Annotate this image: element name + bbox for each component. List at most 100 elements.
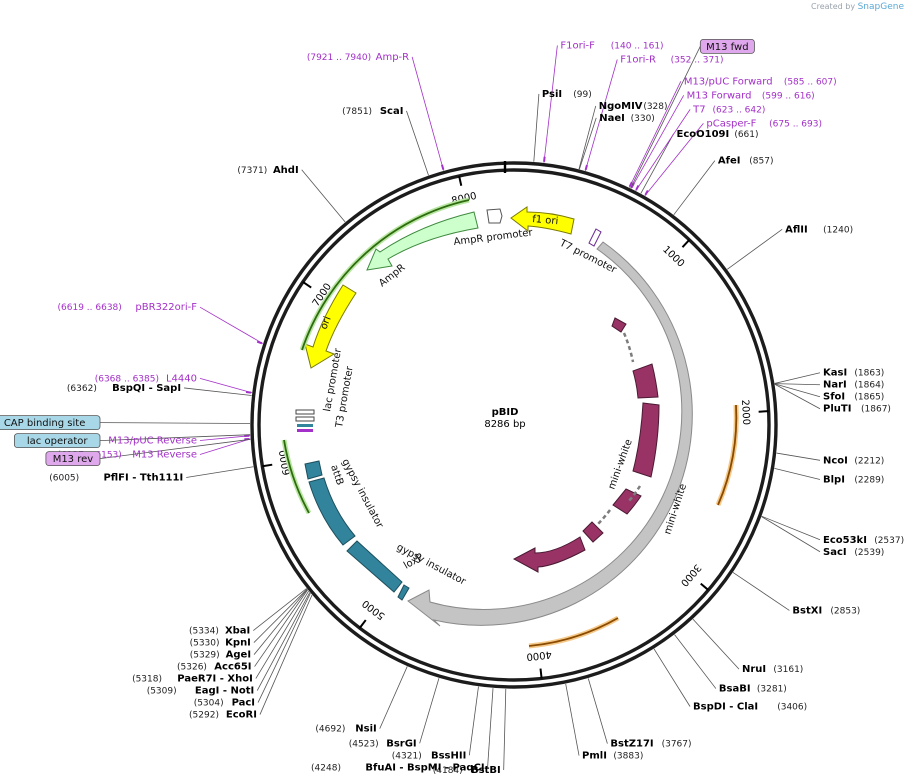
box-m13fwd[interactable]: M13 fwd [699,38,755,54]
site-ngomiv[interactable]: NgoMIV(328) [599,101,668,112]
site-pflfi[interactable]: PflFI - Tth111I(6005) [49,473,183,484]
site-pml[interactable]: PmlI(3883) [582,751,643,762]
backbone-inner-ring [257,168,771,682]
plasmid-length: 8286 bp [484,419,525,430]
box-cap[interactable]: CAP binding site [0,415,101,430]
feature-f1-ori[interactable] [510,206,575,235]
leader-line [199,435,251,441]
plasmid-name: pBID [492,407,519,418]
feature-ori[interactable] [304,284,357,369]
site-eco53k[interactable]: Eco53kI(2537) [823,535,904,546]
box-frame [0,415,101,430]
feature-t3-promoter[interactable] [295,416,315,422]
tick-label: 1000 [660,244,686,269]
feature-miniwhite-outer[interactable] [407,241,693,627]
site-aflii[interactable]: AflII(1240) [785,224,853,235]
site-psi[interactable]: PsiI (99) [542,89,592,100]
feature-ampr-promoter[interactable] [486,208,503,224]
tick-mark [302,281,312,289]
primer-f1orir[interactable]: F1ori-R(352 .. 371) [620,54,723,65]
site-bsrgi[interactable]: BsrGI(4523) [349,738,417,749]
site-sac[interactable]: SacI(2539) [823,547,884,558]
site-paer7i[interactable]: PaeR7I - XhoI(5318) [132,674,253,685]
primer-range: (352 .. 371) [671,55,724,65]
box-lacop[interactable]: lac operator [13,433,101,449]
leader-line [761,515,821,541]
feature-ampr[interactable] [366,211,479,271]
site-bspdi[interactable]: BspDI - ClaI(3406) [693,701,807,712]
site-acc65i[interactable]: Acc65I(5326) [177,662,252,673]
primer-l4440[interactable]: L4440(6368 .. 6385) [95,373,197,384]
primer-pbr322[interactable]: pBR322ori-F(6619 .. 6638) [58,302,198,313]
miniwhite-exon-6[interactable] [512,536,586,573]
site-sfo[interactable]: SfoI(1865) [823,392,884,403]
site-nru[interactable]: NruI(3161) [742,664,803,675]
site-bstx[interactable]: BstXI(2853) [792,605,860,616]
site-ecori[interactable]: EcoRI(5292) [189,710,257,721]
leader-line [533,93,540,162]
primer-range: (6619 .. 6638) [58,303,122,313]
site-bsshii[interactable]: BssHII(4321) [392,750,467,761]
primer-pcasper[interactable]: pCasper-F(675 .. 693) [706,118,822,129]
feature-lac-promoter[interactable] [295,409,315,415]
site-position: (5304) [194,699,224,709]
site-name: PsiI [542,89,562,100]
site-blp[interactable]: BlpI(2289) [823,475,884,486]
site-nco[interactable]: NcoI(2212) [823,455,884,466]
primer-labels: Amp-R(7921 .. 7940) F1ori-F(140 .. 161) F1… [33,40,837,460]
primer-f1orif[interactable]: F1ori-F(140 .. 161) [560,40,663,51]
site-nsi[interactable]: NsiI(4692) [315,724,376,735]
site-position: (3767) [662,740,692,750]
site-bstz17[interactable]: BstZ17I(3767) [610,739,691,750]
miniwhite-exon-2[interactable] [632,363,659,399]
site-position: (857) [749,157,773,167]
site-paci[interactable]: PacI(5304) [194,698,255,709]
miniwhite-exon-3[interactable] [632,402,660,478]
miniwhite-exon-1[interactable] [611,317,627,333]
site-nar[interactable]: NarI(1864) [823,380,884,391]
primer-name: M13 Forward [687,90,752,101]
site-position: (99) [573,90,591,100]
site-name: BspQI - SapI [112,383,181,394]
miniwhite-exon-4[interactable] [612,488,642,515]
attb-highlight [281,439,312,515]
primer-m13puc[interactable]: M13/pUC Forward(585 .. 607) [684,76,837,87]
feature-t7-promoter[interactable] [588,228,602,247]
site-agei[interactable]: AgeI(5329) [190,650,251,661]
site-position: (5329) [190,651,220,661]
primer-range: (140 .. 161) [611,41,664,51]
site-name: PaeR7I - XhoI [177,674,253,685]
site-ahdi[interactable]: AhdI(7371) [237,165,298,176]
site-plut[interactable]: PluTI(1867) [823,404,891,415]
box-m13revbox[interactable]: M13 rev [45,451,101,467]
leader-line [468,686,479,756]
site-eagi[interactable]: EagI - NotI(5309) [147,686,255,697]
feature-attb[interactable] [304,460,323,480]
site-eco0109[interactable]: EcoO109I(661) [677,129,759,140]
site-position: (4321) [392,751,422,761]
site-bfuai[interactable]: BfuAI - BspMI - PaqCI(4248) [311,762,485,773]
primer-t7[interactable]: T7(623 .. 642) [692,104,765,115]
site-bstbi[interactable]: BstBI(4184) [433,765,501,776]
feature-loxp[interactable] [397,584,410,601]
site-bsabi[interactable]: BsaBI(3281) [719,684,787,695]
miniwhite-exon-5[interactable] [582,521,604,543]
site-position: (6005) [49,474,79,484]
primer-ampr[interactable]: Amp-R(7921 .. 7940) [307,52,409,63]
restriction-site-labels: PsiI (99) NgoMIV(328)NaeI(330) EcoO109I(661… [49,89,904,776]
primer-mark [635,184,640,191]
feature-gypsy-insulator-2[interactable] [346,540,403,593]
primer-m13f[interactable]: M13 Forward(599 .. 616) [687,90,815,101]
site-position: (3281) [757,685,787,695]
site-kpni[interactable]: KpnI(5330) [190,638,251,649]
site-xbai[interactable]: XbaI(5334) [189,626,250,637]
site-kas[interactable]: KasI(1863) [823,368,884,379]
site-afe[interactable]: AfeI(857) [718,156,774,167]
box-frame [45,451,101,467]
leader-line [640,133,674,194]
site-bspqi[interactable]: BspQI - SapI(6362) [67,383,181,394]
site-name: XbaI [225,626,250,637]
site-nae[interactable]: NaeI(330) [599,113,655,124]
feature-gypsy-insulator-1[interactable] [308,477,356,546]
site-scai[interactable]: ScaI(7851) [342,106,403,117]
